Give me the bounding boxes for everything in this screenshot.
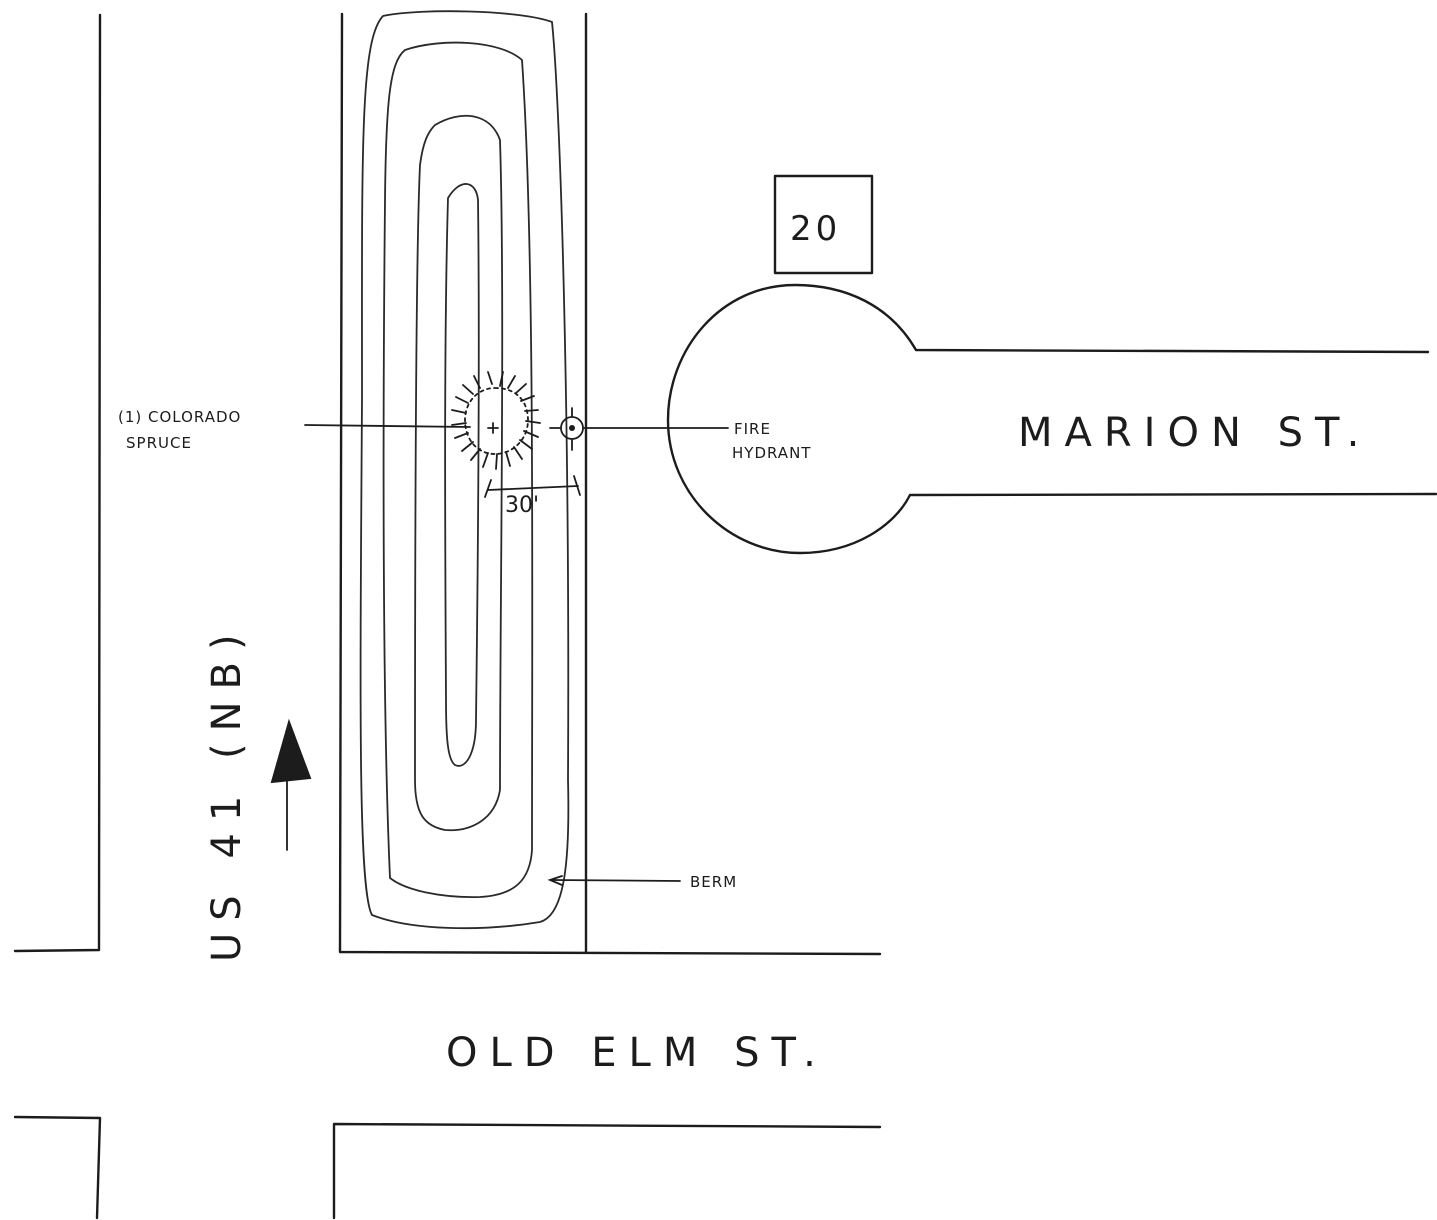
dimension-label: 30' xyxy=(505,493,539,518)
north-arrow-icon xyxy=(270,718,312,851)
hydrant-label-line2: HYDRANT xyxy=(732,444,811,462)
street-label-marion: MARION ST. xyxy=(1018,410,1371,456)
old-elm-southeast-corner xyxy=(332,1122,882,1220)
tree-leader-line xyxy=(304,424,471,428)
berm-arrowhead xyxy=(547,875,563,886)
fire-hydrant-icon xyxy=(549,407,584,451)
berm-leader-line xyxy=(551,879,681,882)
us41-left-edge xyxy=(13,13,102,953)
lot-number-box xyxy=(773,174,874,275)
dimension-line xyxy=(484,475,581,498)
tree-label-line2: SPRUCE xyxy=(126,434,192,452)
spruce-tree-icon xyxy=(451,371,541,470)
berm-label: BERM xyxy=(690,873,737,891)
street-label-old-elm: OLD ELM ST. xyxy=(446,1030,828,1076)
lot-number: 20 xyxy=(790,209,841,249)
tree-label-line1: (1) COLORADO xyxy=(118,408,241,426)
old-elm-southwest-corner xyxy=(13,1115,102,1220)
hydrant-label-line1: FIRE xyxy=(734,420,771,438)
street-label-us41: US 41 (NB) xyxy=(204,622,250,962)
berm-contours xyxy=(359,10,570,930)
median-outline xyxy=(338,12,882,956)
marion-cul-de-sac xyxy=(666,283,1437,555)
